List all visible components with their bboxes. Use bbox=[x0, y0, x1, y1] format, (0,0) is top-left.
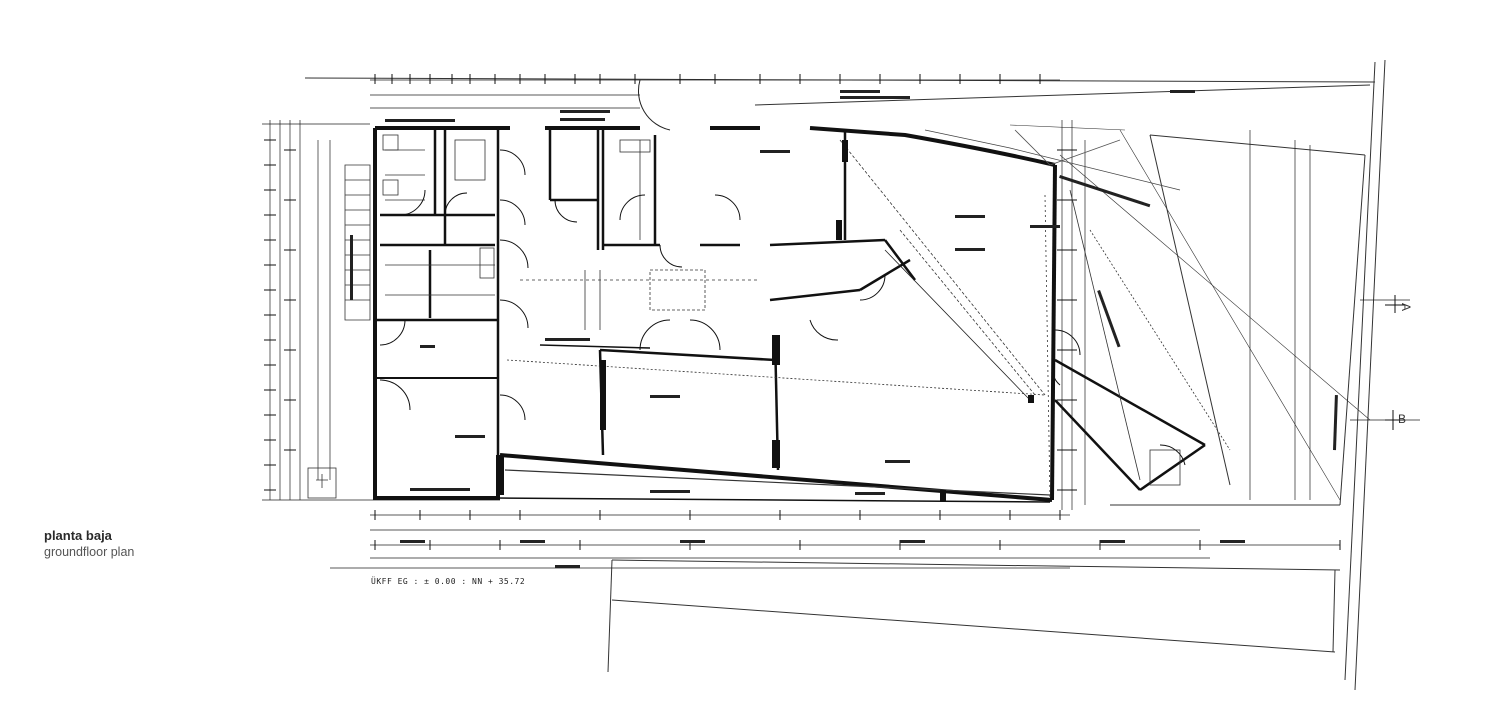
section-marker-a: A bbox=[1399, 302, 1414, 312]
caption-title: planta baja bbox=[44, 528, 112, 543]
dimension-ticks bbox=[264, 74, 1341, 550]
plan-caption: planta baja groundfloor plan bbox=[44, 528, 134, 560]
caption-subtitle: groundfloor plan bbox=[44, 545, 135, 559]
site-boundary-lines bbox=[304, 59, 1386, 691]
plan-annotations bbox=[385, 90, 1245, 568]
floor-level-note: ÜKFF EG : ± 0.00 : NN + 35.72 bbox=[371, 577, 526, 586]
dimension-lines bbox=[262, 79, 1420, 569]
rotated-annotations bbox=[350, 175, 1338, 451]
section-lines bbox=[1385, 295, 1405, 430]
section-marker-b: B bbox=[1398, 412, 1407, 426]
exterior-walls bbox=[373, 126, 1057, 503]
interior-detail-lines bbox=[307, 129, 1231, 501]
structural-columns bbox=[498, 140, 1034, 502]
door-swings bbox=[379, 79, 1186, 466]
